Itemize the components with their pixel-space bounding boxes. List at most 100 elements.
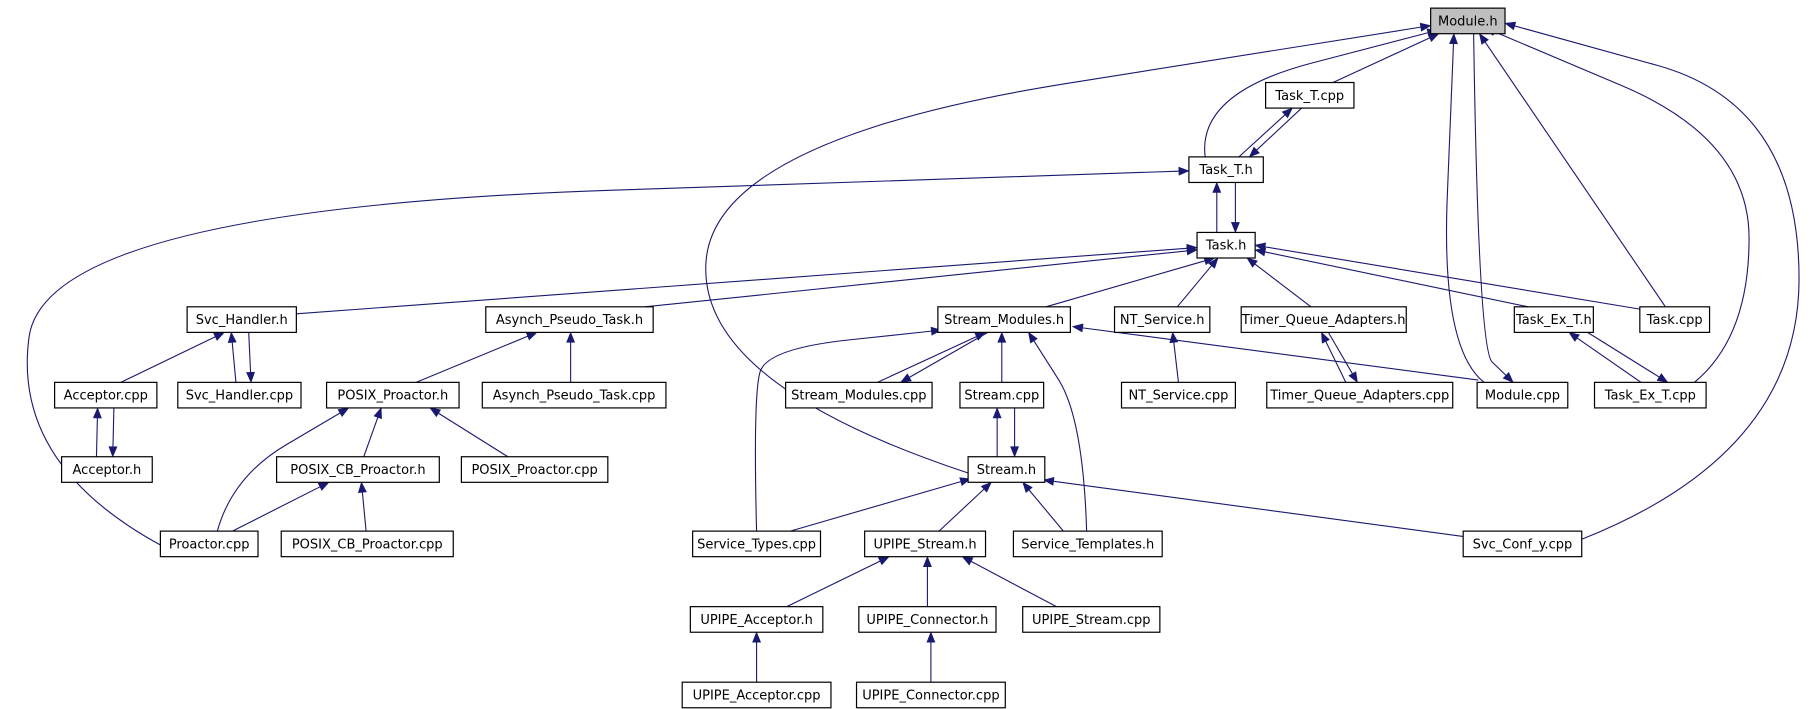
arrowhead-posix-cb-proactor-h <box>357 481 367 493</box>
node-service-templates-h[interactable]: Service_Templates.h <box>1012 530 1163 558</box>
node-label: UPIPE_Stream.h <box>874 537 977 552</box>
node-upipe-connector-cpp[interactable]: UPIPE_Connector.cpp <box>855 681 1006 709</box>
edge-svc-handler-h-to-task-h <box>296 247 1188 315</box>
arrowhead-stream-h <box>1010 446 1020 458</box>
edge-proactor-cpp-to-posix-proactor-h <box>216 412 341 532</box>
edge-svc-handler-h-to-svc-handler-cpp <box>248 332 252 373</box>
edge-stream-modules-h-to-stream-modules-cpp <box>909 331 989 378</box>
edge-task-t-h-to-module-h <box>1204 32 1429 157</box>
arrowhead-task-h <box>1207 257 1219 269</box>
node-nt-service-h[interactable]: NT_Service.h <box>1113 306 1211 333</box>
arrowhead-upipe-acceptor-h <box>752 631 762 643</box>
arrowhead-timer-queue-adapters-h <box>1321 331 1330 344</box>
arrowhead-task-ex-t-h <box>1568 331 1580 342</box>
edge-acceptor-cpp-to-acceptor-h <box>112 407 115 447</box>
node-svc-handler-cpp[interactable]: Svc_Handler.cpp <box>177 381 302 409</box>
node-box <box>1593 381 1707 409</box>
node-svc-conf-y-cpp[interactable]: Svc_Conf_y.cpp <box>1462 530 1583 558</box>
node-label: UPIPE_Connector.h <box>866 613 988 628</box>
node-asynch-pseudo-task-h[interactable]: Asynch_Pseudo_Task.h <box>485 306 654 333</box>
arrowhead-module-cpp <box>1502 372 1514 383</box>
edge-task-ex-t-h-to-task-h <box>1264 251 1529 308</box>
edge-nt-service-h-to-task-h <box>1176 265 1212 308</box>
node-label: UPIPE_Acceptor.cpp <box>693 688 821 703</box>
arrowhead-task-t-h <box>1178 166 1190 176</box>
arrowhead-asynch-pseudo-task-h <box>525 332 538 341</box>
edge-svc-handler-cpp-to-svc-handler-h <box>231 342 237 383</box>
arrowhead-stream-modules-cpp <box>899 373 912 383</box>
edge-task-cpp-to-module-h <box>1484 41 1666 308</box>
node-module-cpp[interactable]: Module.cpp <box>1476 381 1569 409</box>
node-label: Task_Ex_T.cpp <box>1604 389 1696 404</box>
edge-posix-cb-proactor-cpp-to-posix-cb-proactor-h <box>361 492 367 532</box>
node-box <box>280 530 454 558</box>
node-timer-queue-adapters-h[interactable]: Timer_Queue_Adapters.h <box>1240 306 1407 333</box>
node-box <box>159 530 259 558</box>
node-box <box>1113 306 1211 333</box>
edge-task-cpp-to-task-h <box>1264 246 1640 310</box>
node-box <box>1012 530 1163 558</box>
edge-stream-modules-cpp-to-stream-modules-h <box>877 336 977 383</box>
node-label: UPIPE_Stream.cpp <box>1032 613 1151 628</box>
edge-stream-modules-h-to-task-h <box>1045 260 1206 308</box>
edge-module-cpp-to-module-h <box>1445 43 1485 383</box>
node-svc-handler-h[interactable]: Svc_Handler.h <box>186 306 297 333</box>
edge-posix-cb-proactor-h-to-posix-proactor-h <box>363 417 379 457</box>
node-box <box>1476 381 1569 409</box>
node-acceptor-h[interactable]: Acceptor.h <box>60 456 153 483</box>
node-label: Timer_Queue_Adapters.cpp <box>1269 389 1449 404</box>
arrowhead-nt-service-h <box>1169 331 1179 344</box>
node-label: Task_T.h <box>1198 163 1252 178</box>
arrowhead-timer-queue-adapters-cpp <box>1348 371 1358 384</box>
node-posix-proactor-cpp[interactable]: POSIX_Proactor.cpp <box>460 456 609 483</box>
arrowhead-stream-modules-h <box>997 331 1007 343</box>
node-label: Proactor.cpp <box>169 537 250 552</box>
node-task-ex-t-cpp[interactable]: Task_Ex_T.cpp <box>1593 381 1707 409</box>
node-stream-h[interactable]: Stream.h <box>967 456 1046 483</box>
node-stream-modules-cpp[interactable]: Stream_Modules.cpp <box>785 381 933 409</box>
node-task-ex-t-h[interactable]: Task_Ex_T.h <box>1513 306 1594 333</box>
node-timer-queue-adapters-cpp[interactable]: Timer_Queue_Adapters.cpp <box>1266 381 1454 409</box>
node-label: Module.h <box>1438 14 1498 29</box>
edge-task-t-cpp-to-module-h <box>1332 37 1430 84</box>
node-asynch-pseudo-task-cpp[interactable]: Asynch_Pseudo_Task.cpp <box>481 381 667 409</box>
node-box <box>864 530 987 558</box>
node-upipe-connector-h[interactable]: UPIPE_Connector.h <box>858 606 997 633</box>
node-stream-modules-h[interactable]: Stream_Modules.h <box>937 306 1071 333</box>
node-upipe-acceptor-cpp[interactable]: UPIPE_Acceptor.cpp <box>681 681 832 709</box>
node-box <box>1022 606 1161 633</box>
node-proactor-cpp[interactable]: Proactor.cpp <box>159 530 259 558</box>
node-box <box>967 456 1046 483</box>
node-box <box>1265 81 1355 109</box>
node-upipe-acceptor-h[interactable]: UPIPE_Acceptor.h <box>689 606 824 633</box>
node-upipe-stream-h[interactable]: UPIPE_Stream.h <box>864 530 987 558</box>
node-box <box>1513 306 1594 333</box>
node-upipe-stream-cpp[interactable]: UPIPE_Stream.cpp <box>1022 606 1161 633</box>
arrowhead-upipe-stream-h <box>922 555 932 567</box>
node-label: Svc_Handler.h <box>196 313 288 328</box>
arrowhead-task-h <box>1246 257 1258 268</box>
node-label: NT_Service.cpp <box>1128 389 1228 404</box>
node-label: NT_Service.h <box>1120 313 1205 328</box>
node-box <box>1639 306 1711 333</box>
node-label: Svc_Conf_y.cpp <box>1473 537 1573 552</box>
arrowhead-stream-h <box>1042 476 1055 486</box>
node-posix-proactor-h[interactable]: POSIX_Proactor.h <box>325 381 460 409</box>
node-task-cpp[interactable]: Task.cpp <box>1639 306 1711 333</box>
node-acceptor-cpp[interactable]: Acceptor.cpp <box>54 381 158 409</box>
node-stream-cpp[interactable]: Stream.cpp <box>959 381 1045 409</box>
node-task-t-h[interactable]: Task_T.h <box>1188 156 1264 184</box>
node-label: POSIX_Proactor.cpp <box>471 463 597 478</box>
node-box <box>485 306 654 333</box>
node-posix-cb-proactor-cpp[interactable]: POSIX_CB_Proactor.cpp <box>280 530 454 558</box>
arrowhead-posix-proactor-h <box>429 407 442 418</box>
node-task-h[interactable]: Task.h <box>1196 231 1256 259</box>
node-nt-service-cpp[interactable]: NT_Service.cpp <box>1120 381 1236 409</box>
arrowhead-upipe-stream-h <box>961 556 974 566</box>
node-label: Service_Types.cpp <box>697 537 816 552</box>
node-task-t-cpp[interactable]: Task_T.cpp <box>1265 81 1355 109</box>
edge-timer-queue-adapters-cpp-to-timer-queue-adapters-h <box>1325 341 1347 383</box>
node-module-h[interactable]: Module.h <box>1430 7 1506 35</box>
node-service-types-cpp[interactable]: Service_Types.cpp <box>692 530 822 558</box>
node-posix-cb-proactor-h[interactable]: POSIX_CB_Proactor.h <box>275 456 440 483</box>
